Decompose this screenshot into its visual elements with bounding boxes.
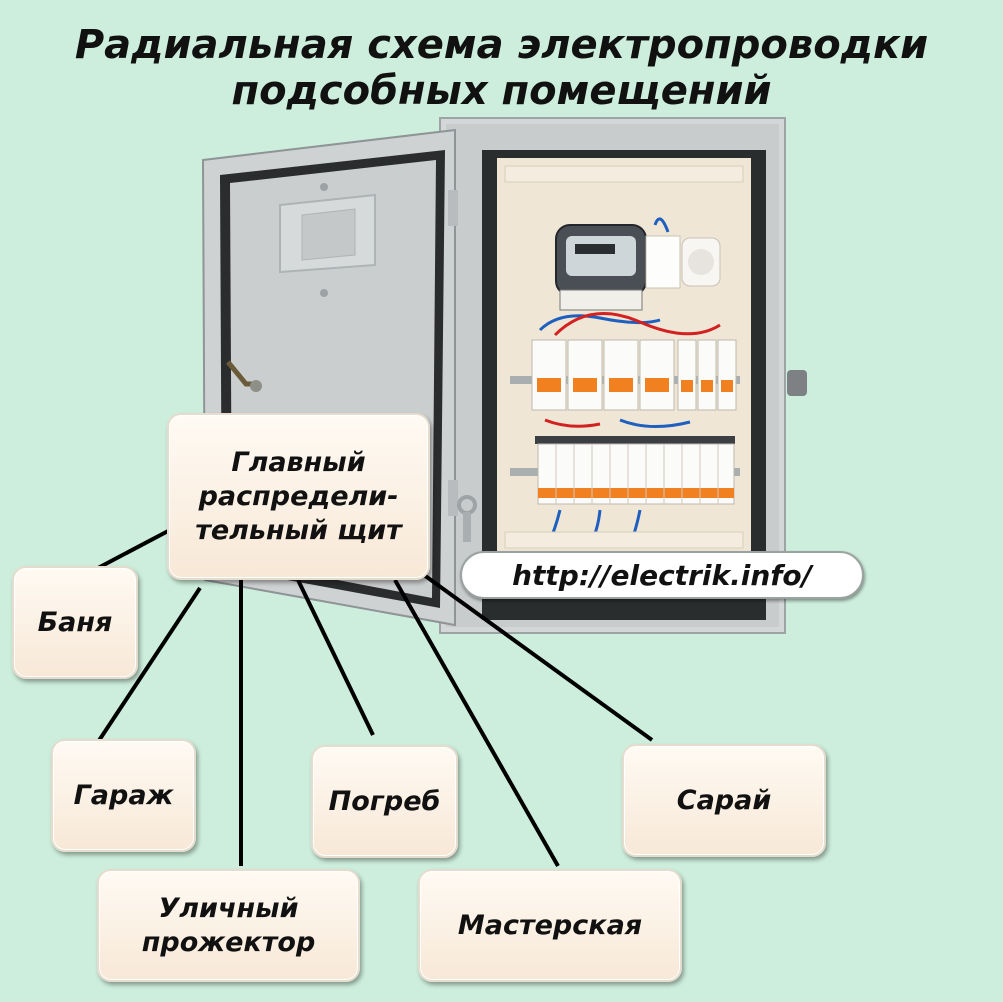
node-ulichny-prozhektor: Уличный прожектор <box>97 869 360 982</box>
main-distribution-board-node: Главный распредели- тельный щит <box>167 413 430 580</box>
hub-line-3: тельный щит <box>195 514 402 548</box>
node-masterskaya: Мастерская <box>418 869 682 982</box>
hub-line-1: Главный <box>231 446 365 480</box>
hub-line-2: распредели- <box>199 480 399 514</box>
connector-saray <box>424 575 652 740</box>
connector-pogreb <box>298 580 373 735</box>
node-banya: Баня <box>12 566 138 679</box>
ulichny-line-2: прожектор <box>142 926 316 960</box>
ulichny-line-1: Уличный <box>158 892 298 926</box>
source-url-label: http://electrik.info/ <box>460 551 864 599</box>
node-garazh: Гараж <box>51 739 196 852</box>
connector-banya <box>98 530 170 568</box>
node-pogreb: Погреб <box>311 745 458 858</box>
node-saray: Сарай <box>622 744 826 857</box>
